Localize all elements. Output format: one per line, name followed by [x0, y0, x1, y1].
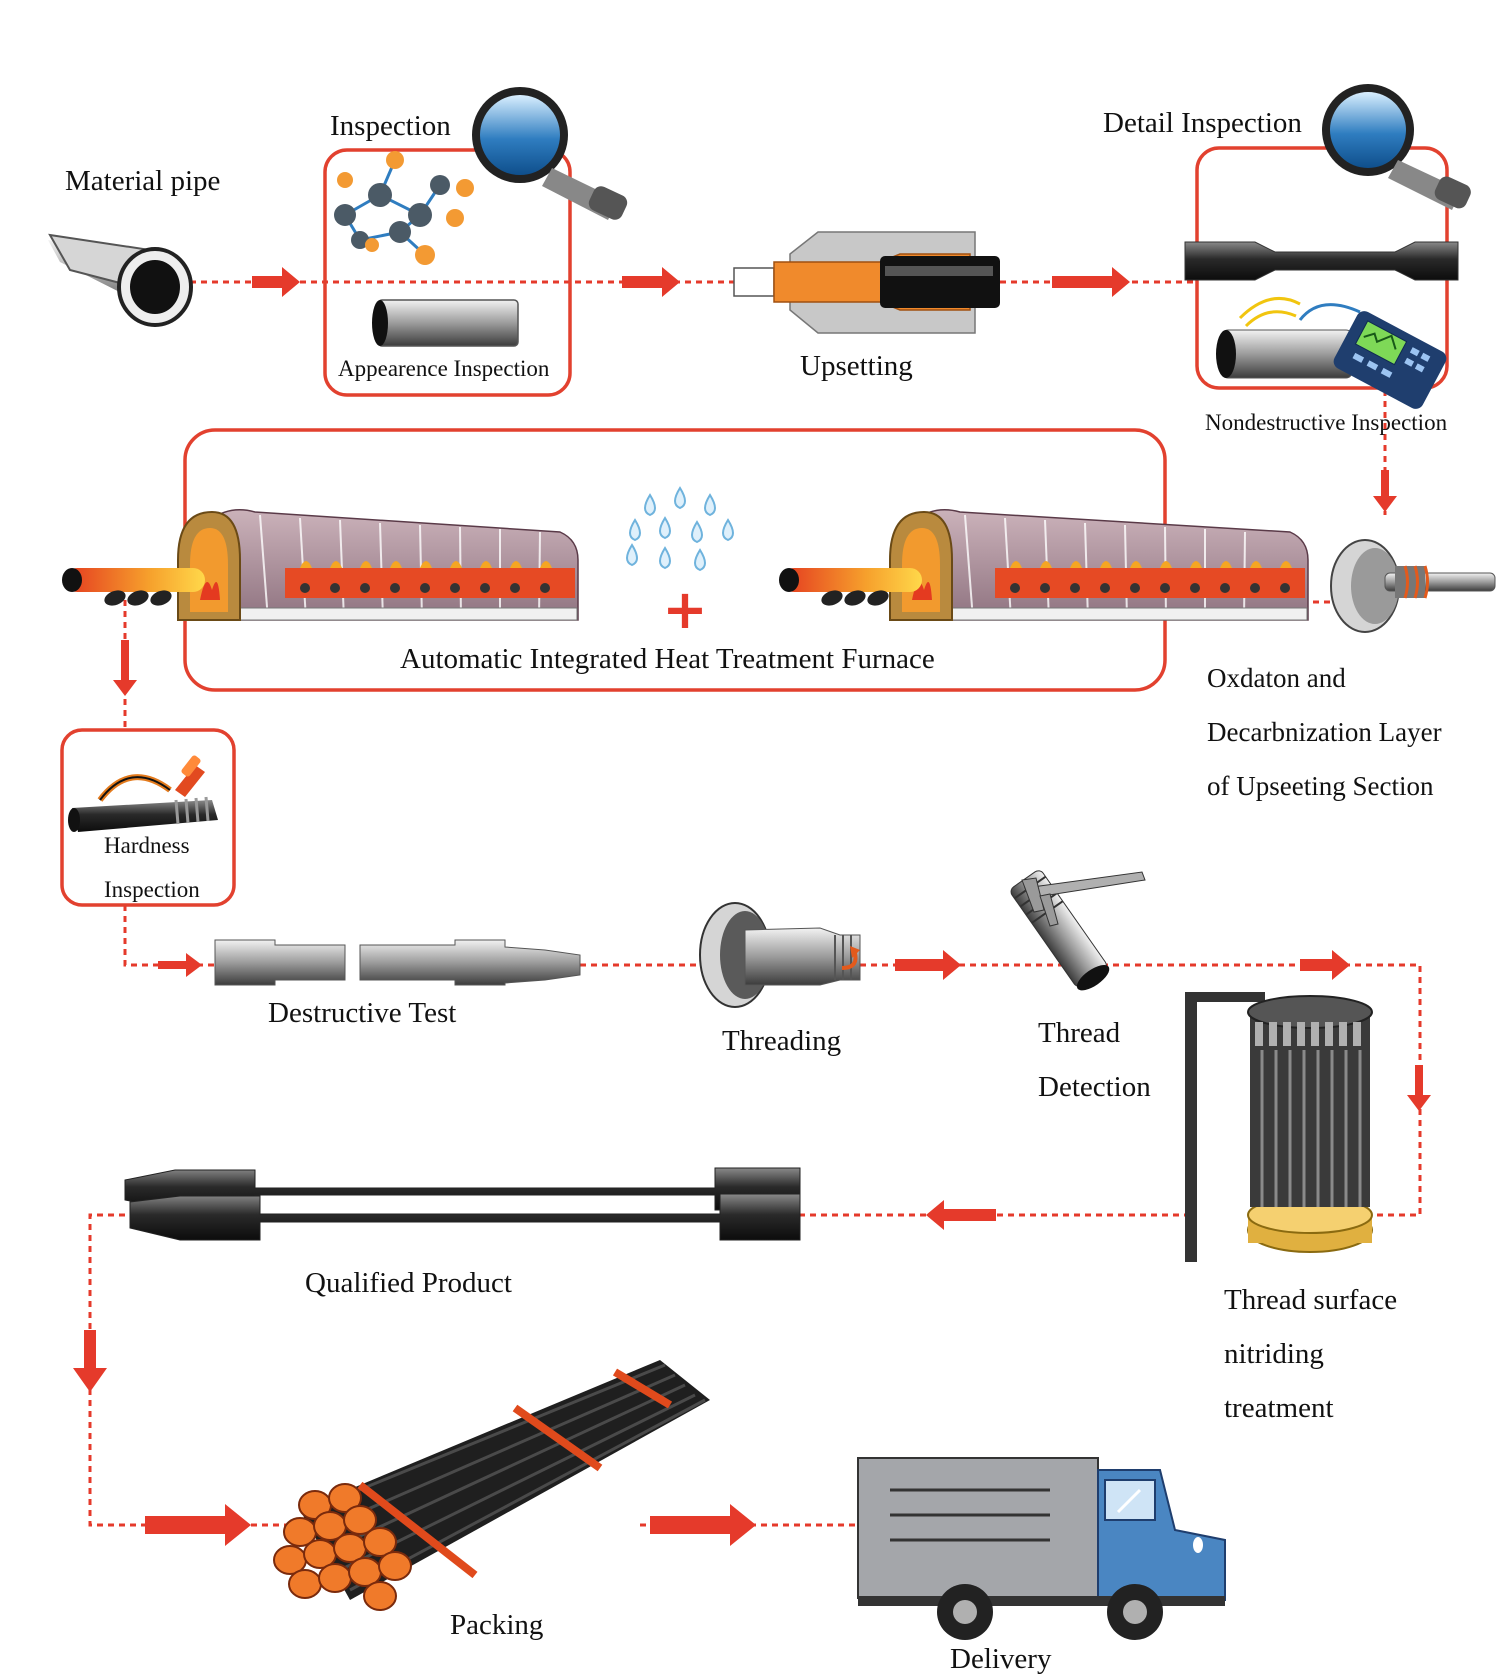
arrow-right	[145, 1504, 251, 1546]
arrow-right	[895, 950, 961, 980]
hardness-frame	[60, 728, 236, 907]
inspection-frame	[323, 148, 572, 397]
molecule-icon	[334, 151, 474, 265]
arrow-right	[158, 953, 202, 977]
label-inspection: Inspection	[330, 110, 451, 142]
arrow-right	[1300, 950, 1350, 980]
arrow-left	[926, 1200, 996, 1230]
label-appearence-inspection: Appearence Inspection	[338, 356, 550, 381]
arrow-down	[73, 1330, 107, 1392]
arrow-right	[622, 267, 680, 297]
arrow-right	[252, 267, 300, 297]
label-nitriding-line1: Thread surface	[1224, 1284, 1397, 1316]
destructive-test-pipe-icon	[214, 939, 581, 986]
label-hardness-line2: Inspection	[104, 877, 200, 902]
nde-device-icon	[1216, 296, 1447, 409]
label-oxdation-line3: of Upseeting Section	[1207, 771, 1434, 801]
label-oxdation-line1: Oxdaton and	[1207, 663, 1346, 693]
furnace-icon	[62, 509, 579, 621]
label-nitriding-line2: nitriding	[1224, 1338, 1324, 1370]
upset-pipe-icon	[1184, 241, 1459, 281]
furnace-icon	[779, 509, 1309, 621]
arrow-right	[1052, 267, 1130, 297]
label-nitriding-line3: treatment	[1224, 1392, 1334, 1424]
magnifier-icon	[1322, 84, 1471, 210]
label-oxdation-line2: Decarbnization Layer	[1207, 717, 1442, 747]
threading-chuck-icon	[699, 902, 861, 1008]
label-qualified-product: Qualified Product	[305, 1267, 512, 1299]
nitriding-rack-icon	[1185, 992, 1373, 1262]
label-nondestructive-inspection: Nondestructive Inspection	[1205, 410, 1448, 435]
pipe-bundle-icon	[273, 1360, 710, 1611]
arrow-down	[113, 640, 137, 696]
appearence-pipe-icon	[372, 299, 519, 347]
label-material-pipe: Material pipe	[65, 165, 220, 197]
qualified-product-pipes-icon	[124, 1167, 801, 1241]
label-hardness-line1: Hardness	[104, 833, 190, 858]
label-threading: Threading	[722, 1025, 841, 1057]
magnifier-icon	[472, 87, 628, 220]
label-heat-treatment-furnace: Automatic Integrated Heat Treatment Furn…	[400, 643, 935, 675]
truck-icon	[857, 1457, 1226, 1640]
hardness-tester-icon	[68, 755, 218, 832]
upsetting-die-icon	[733, 231, 1000, 334]
flow-arrows	[73, 267, 1431, 1546]
arrow-down	[1373, 470, 1397, 512]
label-detail-inspection: Detail Inspection	[1103, 107, 1302, 139]
label-delivery: Delivery	[950, 1643, 1052, 1674]
caliper-icon	[1010, 870, 1146, 991]
arrow-down	[1407, 1065, 1431, 1111]
label-packing: Packing	[450, 1609, 543, 1641]
label-destructive-test: Destructive Test	[268, 997, 456, 1029]
material-pipe-icon	[48, 233, 193, 327]
water-drops-icon	[626, 486, 734, 572]
flow-lines	[88, 280, 1422, 1527]
label-thread-detection-line1: Thread	[1038, 1017, 1121, 1049]
arrow-right	[650, 1504, 756, 1546]
label-upsetting: Upsetting	[800, 350, 913, 382]
label-thread-detection-line2: Detection	[1038, 1071, 1151, 1103]
chuck-icon	[1330, 539, 1496, 633]
plus-sign: +	[662, 578, 707, 641]
